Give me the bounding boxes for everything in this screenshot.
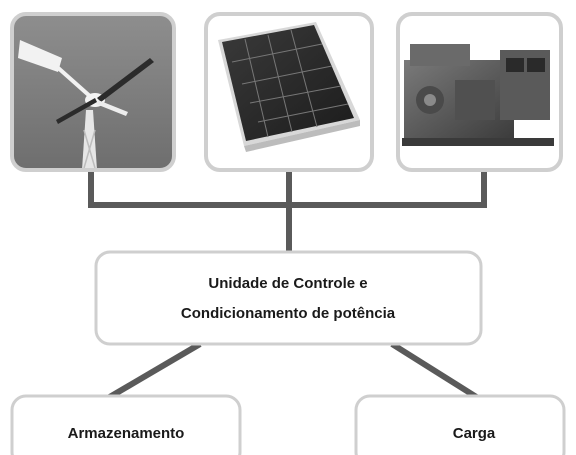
solar-panel-icon bbox=[218, 22, 360, 152]
wind-turbine-icon bbox=[18, 40, 154, 170]
control-unit-line2: Condicionamento de potência bbox=[181, 305, 396, 322]
generator-icon bbox=[402, 44, 554, 146]
connector-to-load bbox=[390, 341, 480, 401]
generator-tile bbox=[396, 12, 563, 172]
connector-to-storage bbox=[106, 341, 202, 401]
wind-turbine-tile bbox=[10, 12, 176, 172]
solar-panel-tile bbox=[204, 12, 374, 172]
connector-lines bbox=[88, 167, 487, 401]
control-unit-box: Unidade de Controle e Condicionamento de… bbox=[94, 250, 483, 346]
load-box: Carga bbox=[354, 394, 566, 455]
storage-label: Armazenamento bbox=[68, 425, 185, 442]
control-unit-line1: Unidade de Controle e bbox=[208, 275, 367, 292]
storage-box: Armazenamento bbox=[10, 394, 242, 455]
load-label: Carga bbox=[453, 425, 496, 442]
